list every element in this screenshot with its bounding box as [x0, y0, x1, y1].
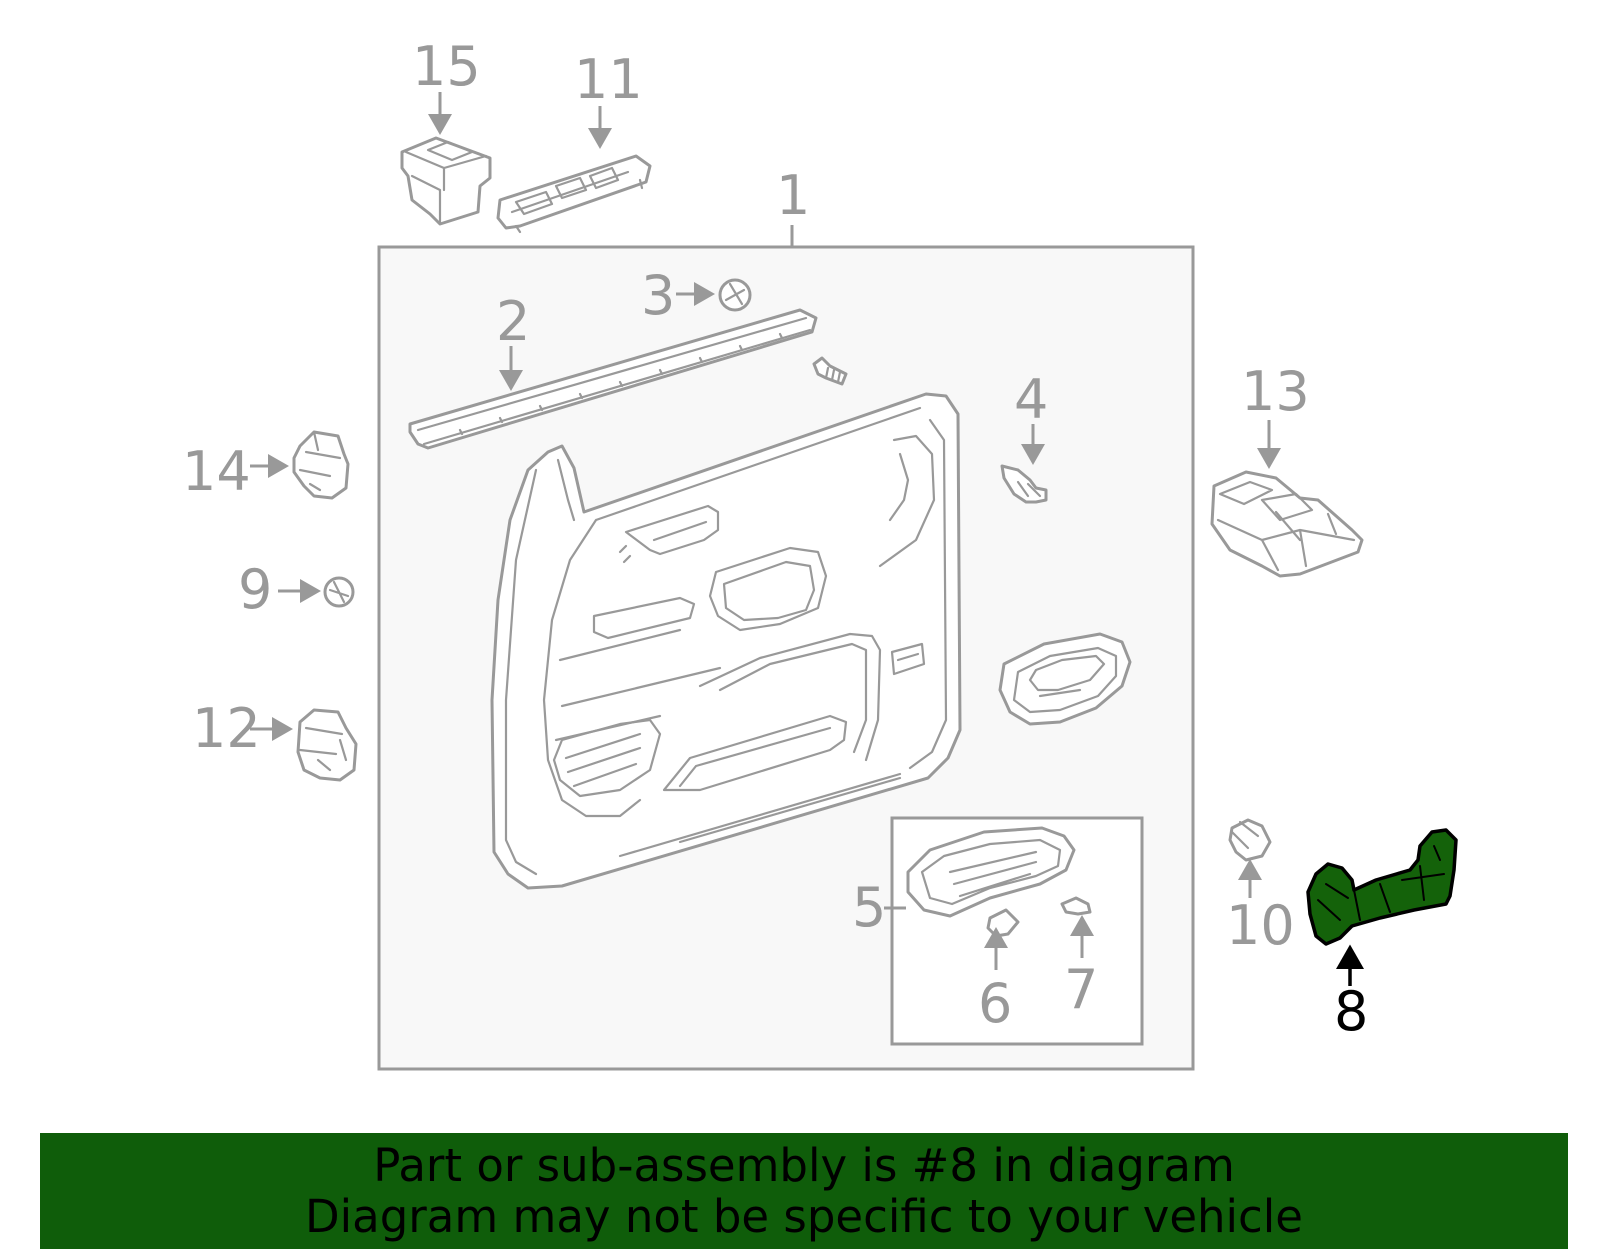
callout-14: 14 [182, 440, 251, 503]
callout-11: 11 [574, 48, 643, 111]
callout-4: 4 [1014, 368, 1048, 431]
part-15-switch[interactable] [400, 136, 492, 226]
callout-6: 6 [978, 972, 1012, 1035]
callout-12: 12 [192, 697, 261, 760]
callout-15: 15 [412, 35, 481, 98]
door-trim-panel[interactable] [490, 392, 962, 890]
info-banner: Part or sub-assembly is #8 in diagram Di… [40, 1133, 1568, 1249]
part-3-clip[interactable] [718, 278, 752, 312]
callout-8: 8 [1334, 980, 1368, 1043]
part-12-switch[interactable] [296, 708, 358, 782]
callout-3: 3 [641, 264, 675, 327]
part-2-weatherstrip[interactable] [408, 308, 818, 450]
part-13-master-switch[interactable] [1210, 470, 1364, 578]
callout-13: 13 [1241, 360, 1310, 423]
part-10-clip[interactable] [1228, 818, 1272, 862]
callout-1: 1 [776, 164, 810, 227]
part-5-handle-bezel[interactable] [906, 826, 1076, 918]
callout-2: 2 [496, 290, 530, 353]
callout-5: 5 [852, 876, 886, 939]
part-4-clip[interactable] [1000, 464, 1048, 504]
part-11-bezel[interactable] [496, 154, 652, 234]
callout-10: 10 [1226, 894, 1295, 957]
screw[interactable] [812, 356, 848, 386]
part-14-switch[interactable] [292, 430, 350, 500]
callout-9: 9 [238, 558, 272, 621]
banner-line-2: Diagram may not be specific to your vehi… [305, 1190, 1303, 1243]
part-8-highlighted[interactable] [1306, 828, 1458, 946]
inside-handle-bezel[interactable] [998, 632, 1132, 726]
callout-7: 7 [1064, 958, 1098, 1021]
part-9-clip[interactable] [323, 576, 355, 608]
part-7-cap[interactable] [1060, 896, 1092, 916]
banner-line-1: Part or sub-assembly is #8 in diagram [373, 1139, 1235, 1192]
